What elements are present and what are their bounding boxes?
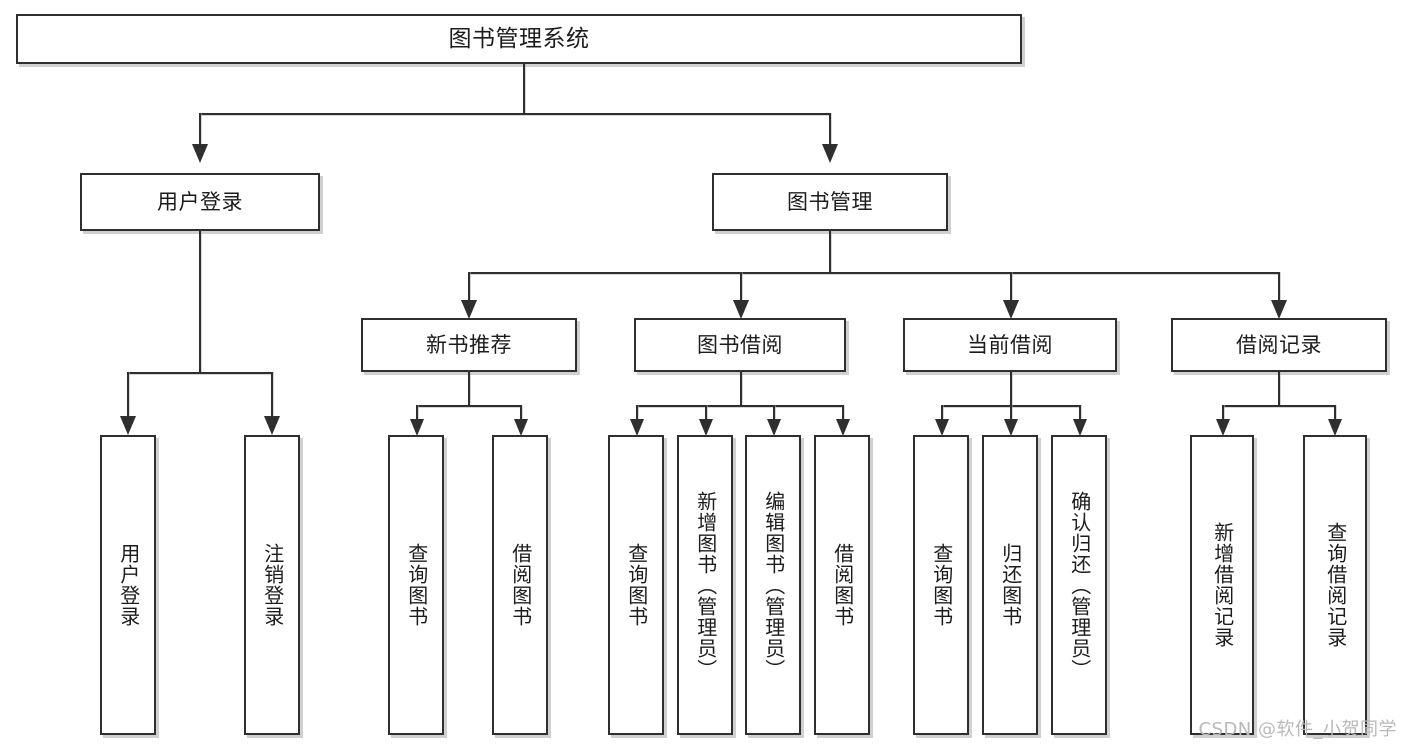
node-leaf-query-book-2[interactable]: 查询图书 <box>608 435 664 735</box>
node-leaf-borrow-book-1[interactable]: 借阅图书 <box>492 435 548 735</box>
arrowhead-leaf-return-book <box>1004 419 1018 436</box>
node-label: 图书借阅 <box>697 332 783 357</box>
connector-book-manage-to-borrow-record <box>1278 272 1280 302</box>
connector-current-borrow-to-leaf-3 <box>1079 405 1081 421</box>
node-leaf-query-book-1[interactable]: 查询图书 <box>388 435 444 735</box>
node-book-manage[interactable]: 图书管理 <box>712 173 948 231</box>
node-new-book-recommend[interactable]: 新书推荐 <box>361 318 577 372</box>
connector-borrow-record-to-leaf-2 <box>1334 405 1336 421</box>
connector-new-book-stem <box>468 372 470 406</box>
node-label: 归还图书 <box>998 543 1023 627</box>
connector-user-login-stem <box>199 231 201 373</box>
node-label: 新增借阅记录 <box>1210 522 1235 648</box>
connector-borrow-record-stem <box>1278 372 1280 406</box>
node-label: 注销登录 <box>260 543 285 627</box>
node-label: 借阅图书 <box>830 543 855 627</box>
connector-new-book-to-leaf-2 <box>520 405 522 421</box>
arrowhead-leaf-borrow-book-1 <box>514 419 528 436</box>
node-leaf-add-book[interactable]: 新增图书（管理员） <box>677 435 733 735</box>
node-label: 查询图书 <box>929 543 954 627</box>
connector-book-manage-stem <box>829 231 831 273</box>
node-leaf-edit-book[interactable]: 编辑图书（管理员） <box>745 435 801 735</box>
node-leaf-query-record[interactable]: 查询借阅记录 <box>1303 435 1367 735</box>
node-label: 图书管理 <box>787 189 873 214</box>
node-root-system[interactable]: 图书管理系统 <box>16 14 1022 64</box>
connector-user-login-to-leaf-1 <box>127 372 129 418</box>
connector-root-bus <box>199 113 831 115</box>
arrowhead-user-login <box>192 144 208 163</box>
connector-book-manage-to-new-book <box>468 272 470 302</box>
arrowhead-leaf-add-record <box>1216 419 1230 436</box>
connector-root-to-user-login <box>199 113 201 146</box>
connector-book-borrow-to-leaf-1 <box>636 405 638 421</box>
node-label: 编辑图书（管理员） <box>761 490 786 680</box>
connector-book-manage-to-current-borrow <box>1010 272 1012 302</box>
node-current-borrow[interactable]: 当前借阅 <box>903 318 1117 372</box>
arrowhead-book-manage <box>822 144 838 163</box>
arrowhead-leaf-borrow-book-2 <box>836 419 850 436</box>
arrowhead-leaf-user-login <box>120 416 136 435</box>
connector-root-to-book-manage <box>829 113 831 146</box>
node-leaf-logout[interactable]: 注销登录 <box>244 435 300 735</box>
node-leaf-query-book-3[interactable]: 查询图书 <box>913 435 969 735</box>
node-leaf-confirm-return[interactable]: 确认归还（管理员） <box>1051 435 1107 735</box>
arrowhead-leaf-query-book-2 <box>630 419 644 436</box>
node-label: 用户登录 <box>116 543 141 627</box>
arrowhead-leaf-logout <box>264 416 280 435</box>
connector-user-login-bus <box>127 372 273 374</box>
node-leaf-return-book[interactable]: 归还图书 <box>982 435 1038 735</box>
node-label: 用户登录 <box>157 189 243 214</box>
node-borrow-record[interactable]: 借阅记录 <box>1171 318 1387 372</box>
connector-borrow-record-to-leaf-1 <box>1222 405 1224 421</box>
node-label: 借阅记录 <box>1236 332 1322 357</box>
node-book-borrow[interactable]: 图书借阅 <box>634 318 846 372</box>
arrowhead-borrow-record <box>1271 300 1287 319</box>
arrowhead-leaf-query-record <box>1328 419 1342 436</box>
connector-new-book-bus <box>416 405 522 407</box>
arrowhead-leaf-confirm-return <box>1073 419 1087 436</box>
connector-book-borrow-to-leaf-3 <box>773 405 775 421</box>
node-label: 新增图书（管理员） <box>693 490 718 680</box>
node-label: 新书推荐 <box>426 332 512 357</box>
connector-current-borrow-stem <box>1010 372 1012 406</box>
node-leaf-borrow-book-2[interactable]: 借阅图书 <box>814 435 870 735</box>
connector-book-borrow-to-leaf-2 <box>705 405 707 421</box>
connector-book-borrow-bus <box>636 405 844 407</box>
arrowhead-leaf-add-book <box>699 419 713 436</box>
node-label: 查询借阅记录 <box>1323 522 1348 648</box>
connector-book-borrow-to-leaf-4 <box>842 405 844 421</box>
node-label: 查询图书 <box>404 543 429 627</box>
arrowhead-current-borrow <box>1003 300 1019 319</box>
connector-new-book-to-leaf-1 <box>416 405 418 421</box>
connector-borrow-record-bus <box>1222 405 1336 407</box>
node-leaf-user-login[interactable]: 用户登录 <box>100 435 156 735</box>
arrowhead-book-borrow <box>733 300 749 319</box>
node-label: 确认归还（管理员） <box>1067 490 1092 680</box>
node-leaf-add-record[interactable]: 新增借阅记录 <box>1190 435 1254 735</box>
node-label: 查询图书 <box>624 543 649 627</box>
connector-user-login-to-leaf-2 <box>271 372 273 418</box>
connector-current-borrow-to-leaf-1 <box>941 405 943 421</box>
connector-book-borrow-stem <box>740 372 742 406</box>
connector-book-manage-to-book-borrow <box>740 272 742 302</box>
node-label: 图书管理系统 <box>448 25 590 52</box>
connector-root-stem <box>523 64 525 114</box>
arrowhead-leaf-query-book-3 <box>935 419 949 436</box>
connector-book-manage-bus <box>468 272 1280 274</box>
node-user-login[interactable]: 用户登录 <box>80 173 320 231</box>
arrowhead-leaf-query-book-1 <box>410 419 424 436</box>
node-label: 借阅图书 <box>508 543 533 627</box>
arrowhead-leaf-edit-book <box>767 419 781 436</box>
arrowhead-new-book-recommend <box>461 300 477 319</box>
connector-current-borrow-to-leaf-2 <box>1010 405 1012 421</box>
node-label: 当前借阅 <box>967 332 1053 357</box>
